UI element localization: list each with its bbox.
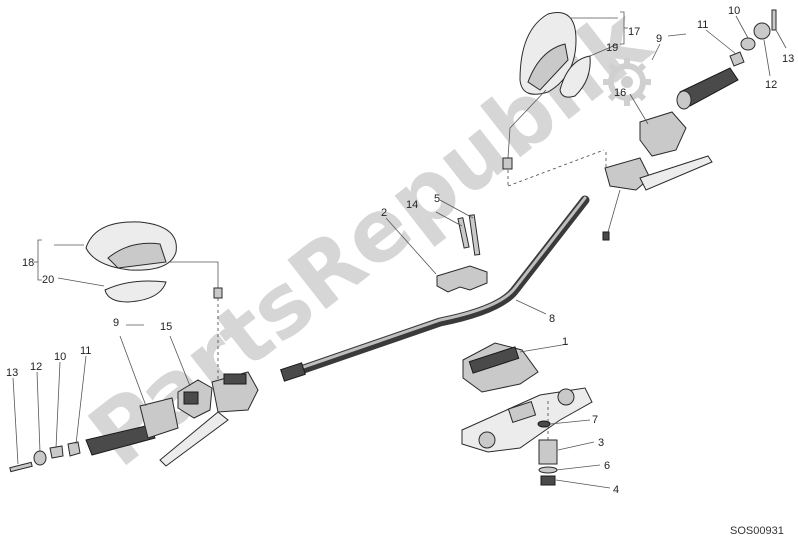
right-controls xyxy=(639,9,777,157)
handlebar xyxy=(280,195,590,382)
part-label: 18 xyxy=(22,257,34,269)
part-label: 9 xyxy=(656,33,662,45)
part-label: 11 xyxy=(697,19,708,31)
part-label: 6 xyxy=(604,460,610,472)
part-label: 10 xyxy=(728,5,740,17)
drawing-code: SOS00931 xyxy=(730,525,784,537)
part-label: 14 xyxy=(406,199,418,211)
part-label: 7 xyxy=(592,414,598,426)
part-label: 4 xyxy=(613,484,619,496)
part-label: 10 xyxy=(54,351,66,363)
part-label: 8 xyxy=(549,313,555,325)
part-label: 15 xyxy=(160,321,172,333)
part-labels: 1 2 3 4 5 6 7 8 9 9 10 10 11 11 12 12 13… xyxy=(6,5,794,496)
part-label: 9 xyxy=(113,317,119,329)
gear-icon xyxy=(603,58,651,106)
left-switch xyxy=(177,379,213,419)
part-label: 3 xyxy=(598,437,604,449)
leader-lines xyxy=(12,11,787,489)
right-master-cylinder xyxy=(602,152,713,241)
part-label: 16 xyxy=(614,87,626,99)
left-grip xyxy=(9,397,179,473)
part-label: 19 xyxy=(606,42,618,54)
part-label: 17 xyxy=(628,26,640,38)
part-label: 20 xyxy=(42,274,54,286)
part-label: 5 xyxy=(434,193,440,205)
top-yoke xyxy=(461,387,593,453)
lower-hardware xyxy=(537,400,558,486)
part-label: 12 xyxy=(765,79,777,91)
part-label: 13 xyxy=(782,53,794,65)
left-mirror xyxy=(85,221,223,380)
part-label: 11 xyxy=(80,345,91,357)
part-label: 1 xyxy=(562,336,568,348)
part-label: 12 xyxy=(30,361,42,373)
riser-lower xyxy=(462,342,539,393)
part-label: 13 xyxy=(6,367,18,379)
left-master-cylinder xyxy=(159,371,259,467)
right-mirror xyxy=(502,12,605,187)
part-label: 2 xyxy=(381,207,387,219)
